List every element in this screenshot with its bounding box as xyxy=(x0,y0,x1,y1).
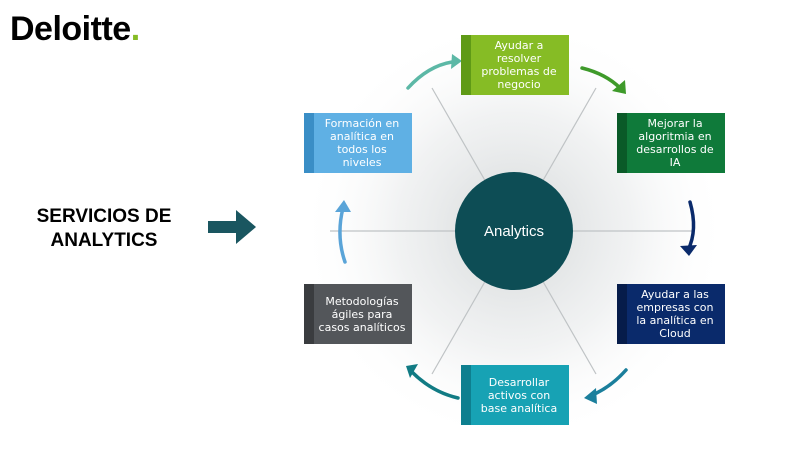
service-label: Desarrollar activos con base analítica xyxy=(480,375,558,415)
service-label: Ayudar a resolver problemas de negocio xyxy=(481,39,557,91)
center-label: Analytics xyxy=(483,222,545,240)
services-heading: SERVICIOS DE ANALYTICS xyxy=(14,205,194,253)
service-label: Metodologías ágiles para casos analítico… xyxy=(318,294,406,334)
box-strip xyxy=(617,284,627,344)
service-box-agile-methods: Metodologías ágiles para casos analítico… xyxy=(304,284,412,344)
arrowhead-5 xyxy=(406,364,418,378)
service-label: Formación en analítica en todos los nive… xyxy=(324,117,400,169)
service-box-business-problems: Ayudar a resolver problemas de negocio xyxy=(461,35,569,95)
service-box-training: Formación en analítica en todos los nive… xyxy=(304,113,412,173)
service-box-cloud-analytics: Ayudar a las empresas con la analítica e… xyxy=(617,284,725,344)
deloitte-logo: Deloitte. xyxy=(10,10,140,49)
box-strip xyxy=(461,35,471,95)
cycle-arrow-1 xyxy=(406,60,454,90)
service-label: Mejorar la algoritmia en desarrollos de … xyxy=(636,117,714,169)
arrowhead-6 xyxy=(335,200,351,212)
logo-dot: . xyxy=(130,10,140,48)
service-box-ai-algorithms: Mejorar la algoritmia en desarrollos de … xyxy=(617,113,725,173)
box-strip xyxy=(461,365,471,425)
box-strip xyxy=(304,113,314,173)
logo-text: Deloitte xyxy=(10,10,131,48)
arrowhead-2 xyxy=(612,80,626,94)
right-arrow-icon xyxy=(208,210,256,244)
services-heading-line1: SERVICIOS DE xyxy=(36,206,172,227)
box-strip xyxy=(617,113,627,173)
service-label: Ayudar a las empresas con la analítica e… xyxy=(636,288,714,340)
cycle-arrow-6 xyxy=(338,206,347,264)
arrowhead-1 xyxy=(451,54,462,69)
services-heading-line2: ANALYTICS xyxy=(50,230,158,251)
cycle-arrowheads xyxy=(335,54,697,404)
arrowhead-4 xyxy=(584,388,597,404)
service-box-analytic-assets: Desarrollar activos con base analítica xyxy=(461,365,569,425)
cycle-arrow-2 xyxy=(580,66,622,90)
cycle-arrow-5 xyxy=(410,370,460,400)
arrowhead-3 xyxy=(680,245,697,256)
box-strip xyxy=(304,284,314,344)
analytics-center-circle: Analytics xyxy=(455,172,573,290)
